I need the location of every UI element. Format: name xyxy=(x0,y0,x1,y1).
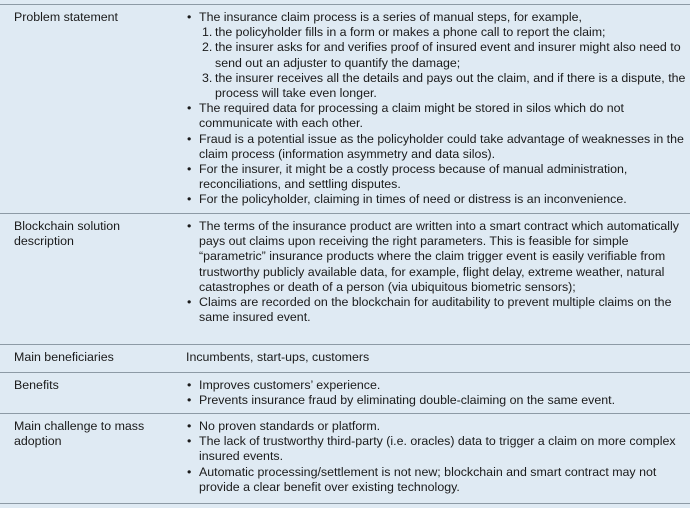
bullet-list: The terms of the insurance product are w… xyxy=(186,219,686,325)
row-label: Main beneficiaries xyxy=(14,350,114,364)
list-item: Fraud is a potential issue as the policy… xyxy=(186,132,686,162)
table-row-problem-statement: Problem statement The insurance claim pr… xyxy=(0,4,690,213)
bullet-list: Improves customers’ experience. Prevents… xyxy=(186,378,686,409)
row-content: The terms of the insurance product are w… xyxy=(186,219,686,325)
step-number: 1. xyxy=(202,25,213,40)
row-content: Improves customers’ experience. Prevents… xyxy=(186,378,686,409)
step-number: 2. xyxy=(202,40,213,55)
row-label: Main challenge to mass adoption xyxy=(14,419,145,449)
row-label: Problem statement xyxy=(14,10,118,24)
list-item: No proven standards or platform. xyxy=(186,419,686,434)
table-row-main-challenge: Main challenge to mass adoption No prove… xyxy=(0,413,690,504)
table-row-main-beneficiaries: Main beneficiaries Incumbents, start-ups… xyxy=(0,344,690,372)
table-row-blockchain-solution: Blockchain solution description The term… xyxy=(0,213,690,344)
list-item: The terms of the insurance product are w… xyxy=(186,219,686,295)
step-item: 1.the policyholder fills in a form or ma… xyxy=(202,25,686,40)
list-item: Prevents insurance fraud by eliminating … xyxy=(186,393,686,408)
step-number: 3. xyxy=(202,70,213,85)
step-text: the insurer asks for and verifies proof … xyxy=(215,40,681,70)
list-item: Claims are recorded on the blockchain fo… xyxy=(186,295,686,325)
list-item: Automatic processing/settlement is not n… xyxy=(186,465,686,495)
step-item: 3.the insurer receives all the details a… xyxy=(202,71,686,101)
step-item: 2.the insurer asks for and verifies proo… xyxy=(202,40,686,70)
row-label: Blockchain solution description xyxy=(14,219,121,249)
list-item: Improves customers’ experience. xyxy=(186,378,686,393)
row-content: Incumbents, start-ups, customers xyxy=(186,350,370,364)
list-item: The insurance claim process is a series … xyxy=(186,10,686,101)
list-item: The required data for processing a claim… xyxy=(186,101,686,131)
row-content: The insurance claim process is a series … xyxy=(186,10,686,208)
list-item: For the policyholder, claiming in times … xyxy=(186,192,686,207)
list-item: The lack of trustworthy third-party (i.e… xyxy=(186,434,686,464)
bullet-list: No proven standards or platform. The lac… xyxy=(186,419,686,495)
step-text: the insurer receives all the details and… xyxy=(215,70,686,101)
row-content: No proven standards or platform. The lac… xyxy=(186,419,686,495)
table-row-benefits: Benefits Improves customers’ experience.… xyxy=(0,372,690,413)
list-item: For the insurer, it might be a costly pr… xyxy=(186,162,686,192)
numbered-steps: 1.the policyholder fills in a form or ma… xyxy=(199,25,686,101)
step-text: the policyholder fills in a form or make… xyxy=(215,25,606,40)
row-label: Benefits xyxy=(14,378,59,392)
bullet-text: The insurance claim process is a series … xyxy=(199,10,582,24)
bullet-list: The insurance claim process is a series … xyxy=(186,10,686,208)
